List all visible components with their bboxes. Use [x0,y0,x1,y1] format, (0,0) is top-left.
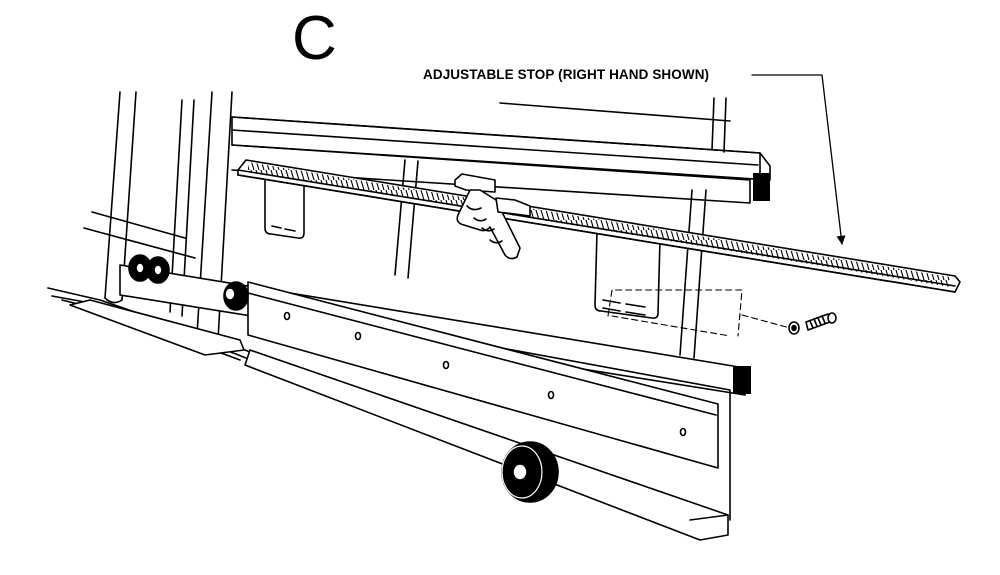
left-rollers [128,254,249,311]
stop-handle [454,173,531,260]
top-rail [231,102,771,204]
bottom-foot [244,349,729,541]
screw-icon [805,312,837,331]
adjustable-stop-icon [237,159,961,293]
front-wheel-icon [501,441,559,503]
right-bracket [594,231,661,319]
step-label: C [292,4,337,73]
mount-outline [607,289,791,337]
washer-icon [788,321,800,335]
scale-panel [247,281,719,469]
callout-leader [751,74,846,245]
callout-label: ADJUSTABLE STOP (RIGHT HAND SHOWN) [423,67,710,82]
left-bracket [264,171,305,239]
column-base [69,299,245,356]
